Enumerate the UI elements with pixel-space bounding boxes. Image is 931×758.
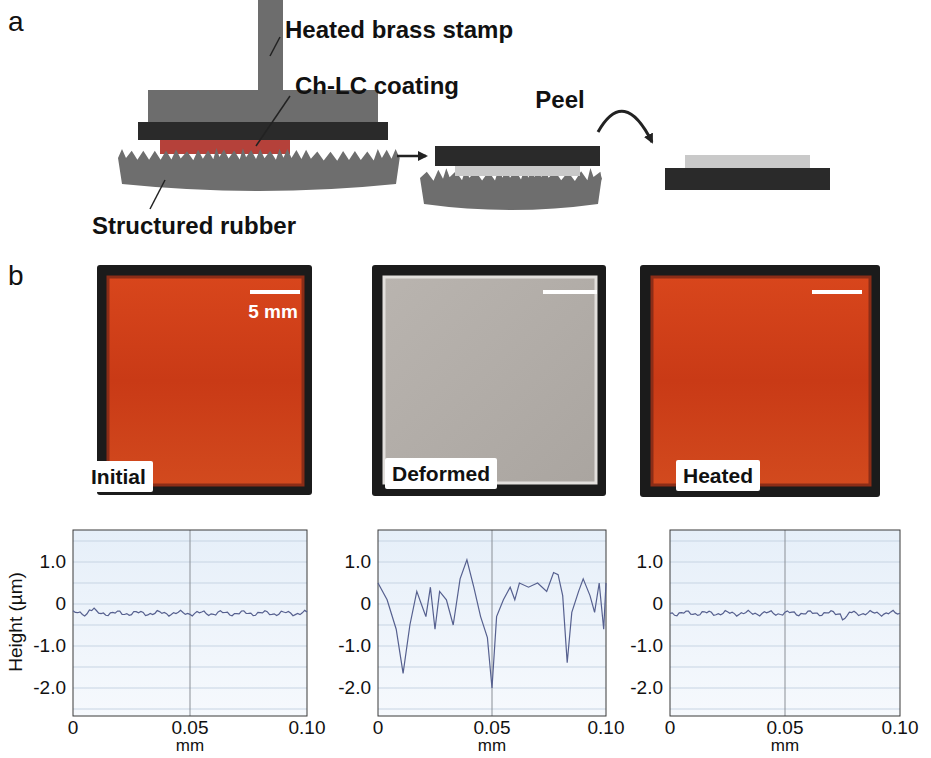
height-profile xyxy=(378,560,606,688)
tick-label: 0 xyxy=(373,717,384,739)
tick-label: 0.10 xyxy=(588,717,625,739)
scale-bar xyxy=(812,290,862,294)
tick-label: -2.0 xyxy=(33,677,66,699)
label-text: Heated xyxy=(683,464,753,487)
scale-bar xyxy=(250,290,300,294)
scale-bar xyxy=(543,290,597,294)
axis-unit: mm xyxy=(771,736,799,756)
tick-label: 0 xyxy=(68,717,79,739)
plot-frame xyxy=(73,530,307,716)
tick-label: 0.10 xyxy=(289,717,326,739)
axis-unit: mm xyxy=(478,736,506,756)
film-sample xyxy=(108,277,303,485)
panel-letter: b xyxy=(8,260,24,292)
photo-frame xyxy=(372,265,606,496)
leader-line xyxy=(270,37,280,56)
imprinted-film xyxy=(455,166,580,176)
tick-label: -1.0 xyxy=(630,635,663,657)
plot-area xyxy=(73,530,307,716)
photo-label: Deformed xyxy=(385,458,497,489)
substrate xyxy=(435,146,600,166)
tick-label: 0.05 xyxy=(172,717,209,739)
step-label: Peel xyxy=(535,86,584,114)
tick-label: 1.0 xyxy=(345,551,371,573)
film-sample xyxy=(384,277,596,483)
photo-label: Heated xyxy=(676,460,760,491)
stamp-rod xyxy=(258,0,283,92)
tick-label: 0 xyxy=(55,593,66,615)
peel-arrow xyxy=(598,111,652,142)
structured-rubber xyxy=(118,148,400,191)
part-label: Heated brass stamp xyxy=(285,16,513,44)
scale-label: 5 mm xyxy=(248,301,298,323)
leader-line xyxy=(256,96,290,146)
panel-letter: a xyxy=(8,6,24,38)
tick-label: -2.0 xyxy=(630,677,663,699)
tick-label: -1.0 xyxy=(33,635,66,657)
substrate xyxy=(665,168,830,190)
tick-label: 0 xyxy=(652,593,663,615)
plot-area xyxy=(670,530,900,716)
grid-line xyxy=(785,530,786,716)
film-sample xyxy=(652,277,870,485)
axis-title: Height (µm) xyxy=(5,572,27,672)
tick-label: 0.05 xyxy=(767,717,804,739)
tick-label: 0.10 xyxy=(882,717,919,739)
imprinted-film xyxy=(685,155,810,168)
part-label: Structured rubber xyxy=(92,212,296,240)
plot-frame xyxy=(670,530,900,716)
photo-frame xyxy=(640,265,880,497)
tick-label: -2.0 xyxy=(338,677,371,699)
axis-unit: mm xyxy=(176,736,204,756)
grid-line xyxy=(492,530,493,716)
tick-label: 1.0 xyxy=(637,551,663,573)
height-profile xyxy=(73,608,307,616)
grid-line xyxy=(190,530,191,716)
plot-frame xyxy=(378,530,606,716)
plot-area xyxy=(378,530,606,716)
step-arrow xyxy=(397,155,426,158)
tick-label: 0 xyxy=(665,717,676,739)
substrate xyxy=(138,122,388,140)
photo-label: Initial xyxy=(84,461,153,492)
part-label: Ch-LC coating xyxy=(295,72,459,100)
tick-label: -1.0 xyxy=(338,635,371,657)
label-text: Initial xyxy=(91,465,146,488)
leader-line xyxy=(150,180,165,209)
tick-label: 0 xyxy=(360,593,371,615)
tick-label: 1.0 xyxy=(40,551,66,573)
height-profile xyxy=(670,610,900,620)
tick-label: 0.05 xyxy=(474,717,511,739)
label-text: Deformed xyxy=(392,462,490,485)
